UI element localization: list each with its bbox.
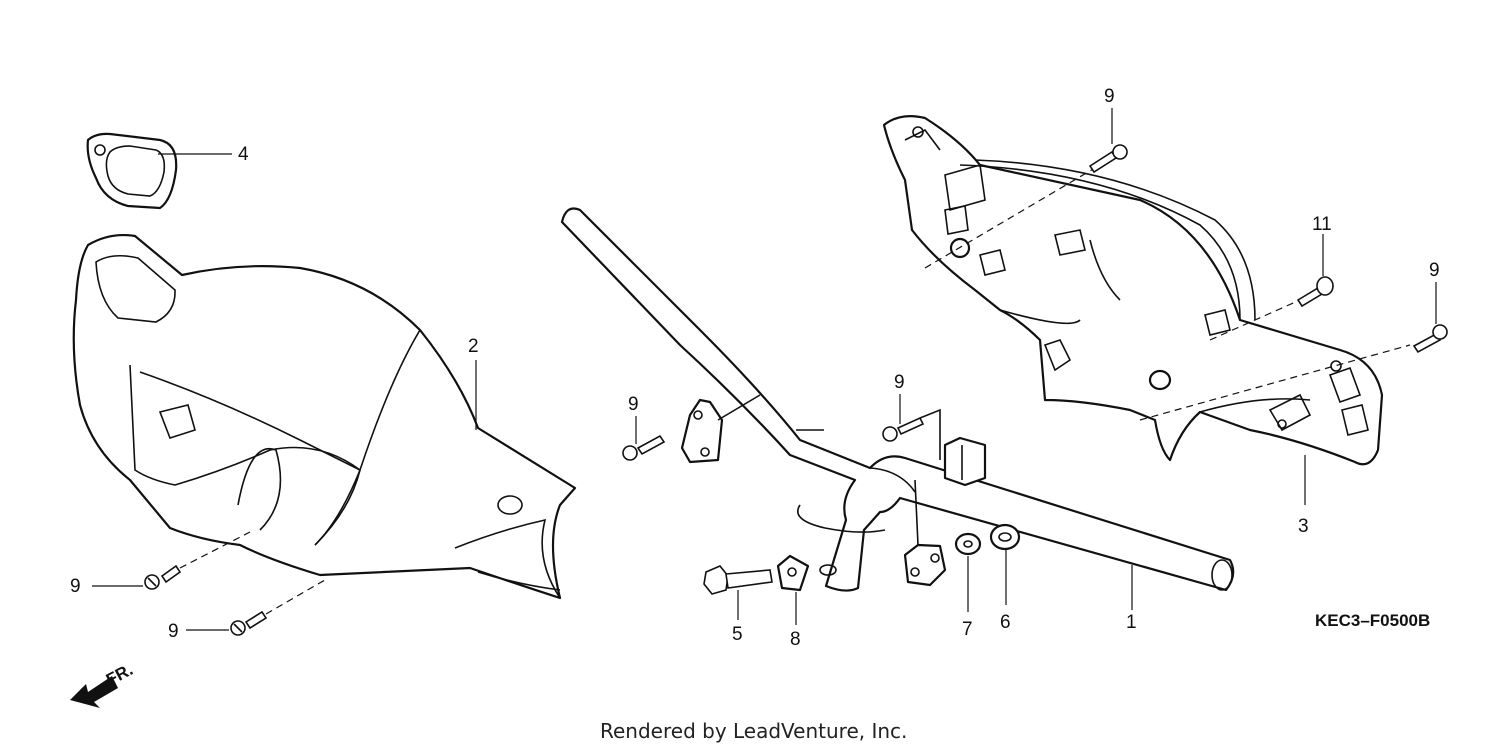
screw-9-lower-left-1[interactable]: [144, 564, 182, 590]
callout-9f: 9: [1429, 260, 1440, 281]
screw-9-rear-right[interactable]: [1412, 324, 1448, 354]
callout-3: 3: [1298, 516, 1309, 537]
callout-2: 2: [468, 336, 479, 357]
drawing-code: KEC3–F0500B: [1315, 611, 1430, 630]
footer-credit: Rendered by LeadVenture, Inc.: [600, 719, 907, 743]
bracket-upper-left[interactable]: [680, 394, 761, 464]
dash-screw-9f: [1139, 344, 1411, 421]
dash-screw-9e: [924, 164, 1101, 269]
callout-9e: 9: [1104, 86, 1115, 107]
callout-4: 4: [238, 144, 249, 165]
front-arrow-icon: [70, 676, 118, 708]
callout-5: 5: [732, 624, 743, 645]
part-7-washer[interactable]: [954, 532, 982, 556]
part-5-bolt[interactable]: [703, 565, 773, 595]
callout-7: 7: [962, 619, 973, 640]
callout-11: 11: [1312, 214, 1332, 235]
part-2-front-handlebar-cover[interactable]: [72, 233, 577, 600]
callout-9a: 9: [70, 576, 81, 597]
screw-11[interactable]: [1296, 276, 1334, 308]
dash-screw-11: [1209, 299, 1301, 341]
dash-screw-9a: [179, 531, 251, 569]
bracket-lower-right[interactable]: [903, 479, 947, 587]
callout-6: 6: [1000, 612, 1011, 633]
part-1-handlebar[interactable]: [560, 207, 1235, 592]
callout-9c: 9: [628, 394, 639, 415]
screw-9-rear-top[interactable]: [1088, 144, 1128, 174]
part-6-collar[interactable]: [989, 523, 1021, 551]
callout-8: 8: [790, 629, 801, 650]
part-8-nut-plate[interactable]: [776, 554, 810, 592]
screw-9-bar-left[interactable]: [622, 434, 666, 461]
screw-9-lower-left-2[interactable]: [230, 610, 268, 636]
bracket-line-9d: [919, 408, 941, 460]
part-3-rear-handlebar-cover[interactable]: [882, 115, 1384, 466]
bracket-clamp[interactable]: [943, 436, 987, 487]
callout-1: 1: [1126, 612, 1137, 633]
callout-9b: 9: [168, 621, 179, 642]
dash-screw-9b: [265, 579, 326, 615]
callout-9d: 9: [894, 372, 905, 393]
screw-9-bar-center[interactable]: [882, 416, 925, 442]
part-4-key-cover[interactable]: [86, 132, 178, 210]
